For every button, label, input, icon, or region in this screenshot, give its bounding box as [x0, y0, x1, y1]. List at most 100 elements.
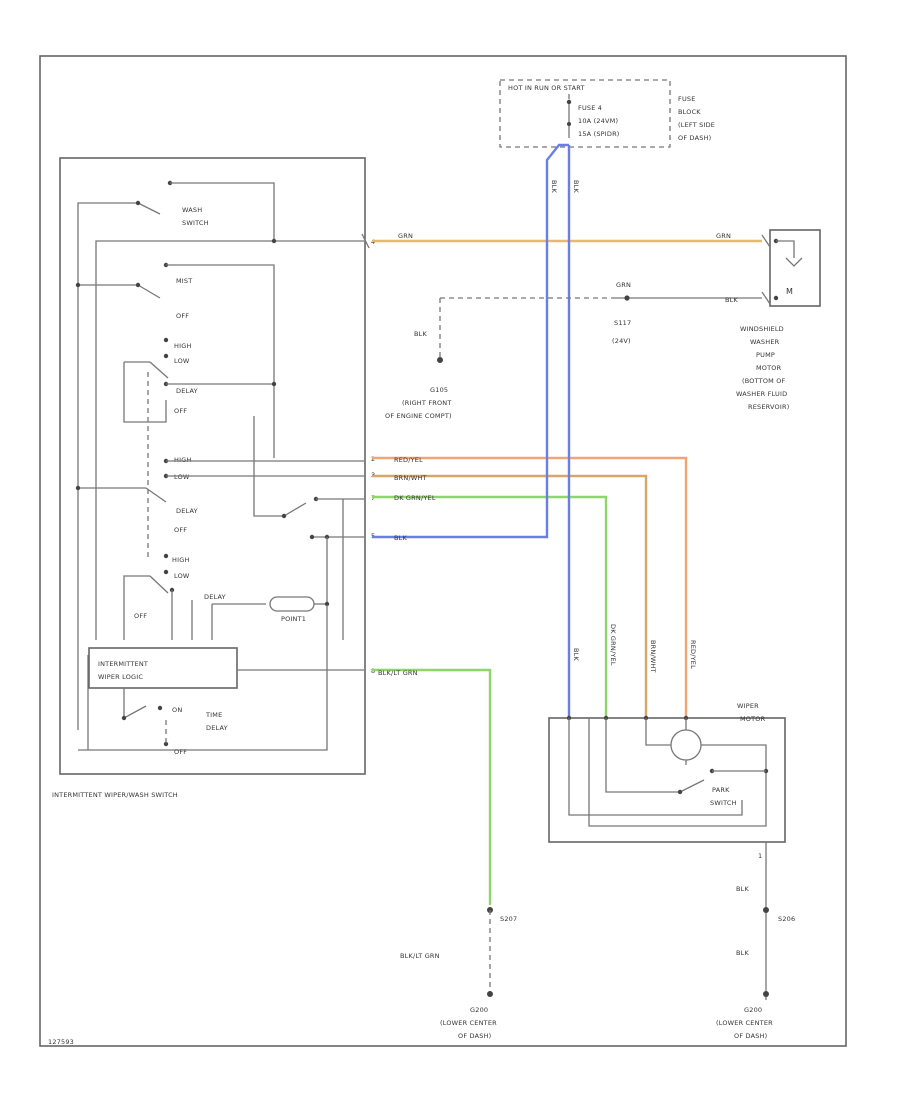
time-delay-blade	[123, 705, 147, 719]
connector-pins: 4 2 3 7 5 8	[361, 233, 375, 675]
colored-wires: GRN GRN RED/YEL BRN/WHT DK GRN/YEL BLK/L…	[372, 143, 762, 905]
delay-label-3: DELAY	[204, 593, 226, 601]
wire-vert-feed-b: BLK	[572, 180, 580, 193]
ground-drop-blk-label: BLK	[414, 330, 427, 338]
fuse-rating-2: 15A (SPIDR)	[578, 130, 620, 138]
mist-switch-blade	[137, 284, 161, 299]
wire-pump-feed-right-label: GRN	[716, 232, 731, 240]
wiper-motor-label-2: MOTOR	[740, 715, 766, 723]
motor-ground-lead	[701, 744, 767, 790]
washer-pump-box	[769, 229, 821, 307]
pump-pin-mark-2	[761, 291, 771, 305]
motor-armature	[670, 729, 702, 761]
splice-s117-label: S117	[614, 319, 631, 327]
sel3-high-contact	[163, 553, 169, 559]
washer-pump: M GRN BLK BLK S117 (24V) G105 (RIGHT FRO…	[385, 229, 821, 420]
high-label-2: HIGH	[174, 456, 192, 464]
sel3-low-contact	[163, 569, 169, 575]
g105-label: G105	[430, 386, 448, 394]
changeover-blade	[283, 502, 307, 517]
outer-frame	[39, 55, 847, 1047]
fuse-location-4: OF DASH)	[678, 134, 711, 142]
wire-park	[372, 495, 608, 718]
time-delay-off-contact	[163, 741, 169, 747]
changeover-lead	[253, 416, 284, 517]
fuse-location-1: FUSE	[678, 95, 696, 103]
ground-right-location-2: OF DASH)	[734, 1032, 767, 1040]
ground-right-location-1: (LOWER CENTER	[716, 1019, 773, 1027]
high-label-1: HIGH	[174, 342, 192, 350]
wire-vert-motor-3: BRN/WHT	[649, 640, 657, 673]
wire-feed-switch	[372, 143, 569, 539]
sel3-blade	[149, 575, 169, 594]
wash-switch-pivot	[135, 200, 141, 206]
off-label-3: OFF	[174, 526, 187, 534]
wire-vert-motor-4: RED/YEL	[689, 640, 697, 669]
pump-label-3: PUMP	[756, 351, 775, 359]
ground-left-location-2: OF DASH)	[458, 1032, 491, 1040]
low-label-3: LOW	[174, 572, 190, 580]
time-delay-label-1: TIME	[205, 711, 222, 719]
sel1-blade	[149, 361, 169, 379]
feed-dot-1	[309, 534, 315, 540]
ground-left-id: G200	[470, 1006, 488, 1014]
wire-low-label: BRN/WHT	[394, 474, 427, 482]
sel3-lead	[123, 575, 150, 640]
pump-label-6: WASHER FLUID	[736, 390, 787, 398]
park-switch-pivot	[677, 789, 683, 795]
mist-label: MIST	[176, 277, 192, 285]
module-label-2: WIPER LOGIC	[98, 673, 143, 681]
pump-pin-mark-1	[761, 234, 771, 248]
sel1-junction	[271, 381, 277, 387]
pump-terminal-2	[773, 295, 779, 301]
ground-left-wire-label: BLK/LT GRN	[400, 952, 440, 960]
fuse-rating-1: 10A (24VM)	[578, 117, 618, 125]
resistor-label: POINT1	[281, 615, 306, 623]
ground-left-location-1: (LOWER CENTER	[440, 1019, 497, 1027]
motor-low-brush	[645, 718, 671, 746]
pump-motor-symbol	[785, 257, 803, 267]
park-switch-label-2: SWITCH	[710, 799, 737, 807]
fuse-terminal-top	[566, 99, 572, 105]
fuse-panel-header: HOT IN RUN OR START	[508, 84, 585, 92]
high-label-3: HIGH	[172, 556, 190, 564]
ground-left-dot	[487, 991, 493, 997]
off-label-1: OFF	[176, 312, 189, 320]
intermittent-logic-module	[88, 647, 238, 689]
off-label-2: OFF	[174, 407, 187, 415]
pump-feed-bus	[95, 240, 364, 640]
wash-switch-link	[170, 182, 275, 241]
low-label-2: LOW	[174, 473, 190, 481]
off-label-td: OFF	[174, 748, 187, 756]
wiper-motor-label-1: WIPER	[737, 702, 759, 710]
fuse-panel: HOT IN RUN OR START FUSE 4 10A (24VM) 15…	[499, 79, 715, 148]
delay-label-1: DELAY	[176, 387, 198, 395]
pump-ground-grn-label: GRN	[616, 281, 631, 289]
wire-vert-feed-a: BLK	[550, 180, 558, 193]
resistor	[269, 596, 315, 612]
g105-location-2: OF ENGINE COMPT)	[385, 412, 452, 420]
pump-label-1: WINDSHIELD	[740, 325, 784, 333]
ground-g105-dot	[437, 357, 443, 363]
wire-vert-motor-2: DK GRN/YEL	[609, 624, 617, 666]
pump-label-2: WASHER	[750, 338, 780, 346]
wire-park-label: DK GRN/YEL	[394, 494, 436, 502]
splice-s117-detail: (24V)	[612, 337, 631, 345]
time-delay-pivot	[121, 715, 127, 721]
time-delay-on-contact	[157, 705, 163, 711]
pump-ground-blk-label: BLK	[725, 296, 738, 304]
off-label-4: OFF	[134, 612, 147, 620]
time-delay-return	[78, 605, 328, 751]
sel2-blade	[145, 487, 167, 503]
mist-switch-pivot	[135, 282, 141, 288]
splice-s206-dot	[763, 907, 769, 913]
park-switch-label-1: PARK	[712, 786, 730, 794]
on-label: ON	[172, 706, 182, 714]
fuse-panel-dashed-box	[499, 79, 671, 148]
wash-label-2: SWITCH	[182, 219, 209, 227]
wire-feed-label: BLK	[394, 534, 407, 542]
splice-s117-dot	[624, 295, 630, 301]
delay-label-2: DELAY	[176, 507, 198, 515]
